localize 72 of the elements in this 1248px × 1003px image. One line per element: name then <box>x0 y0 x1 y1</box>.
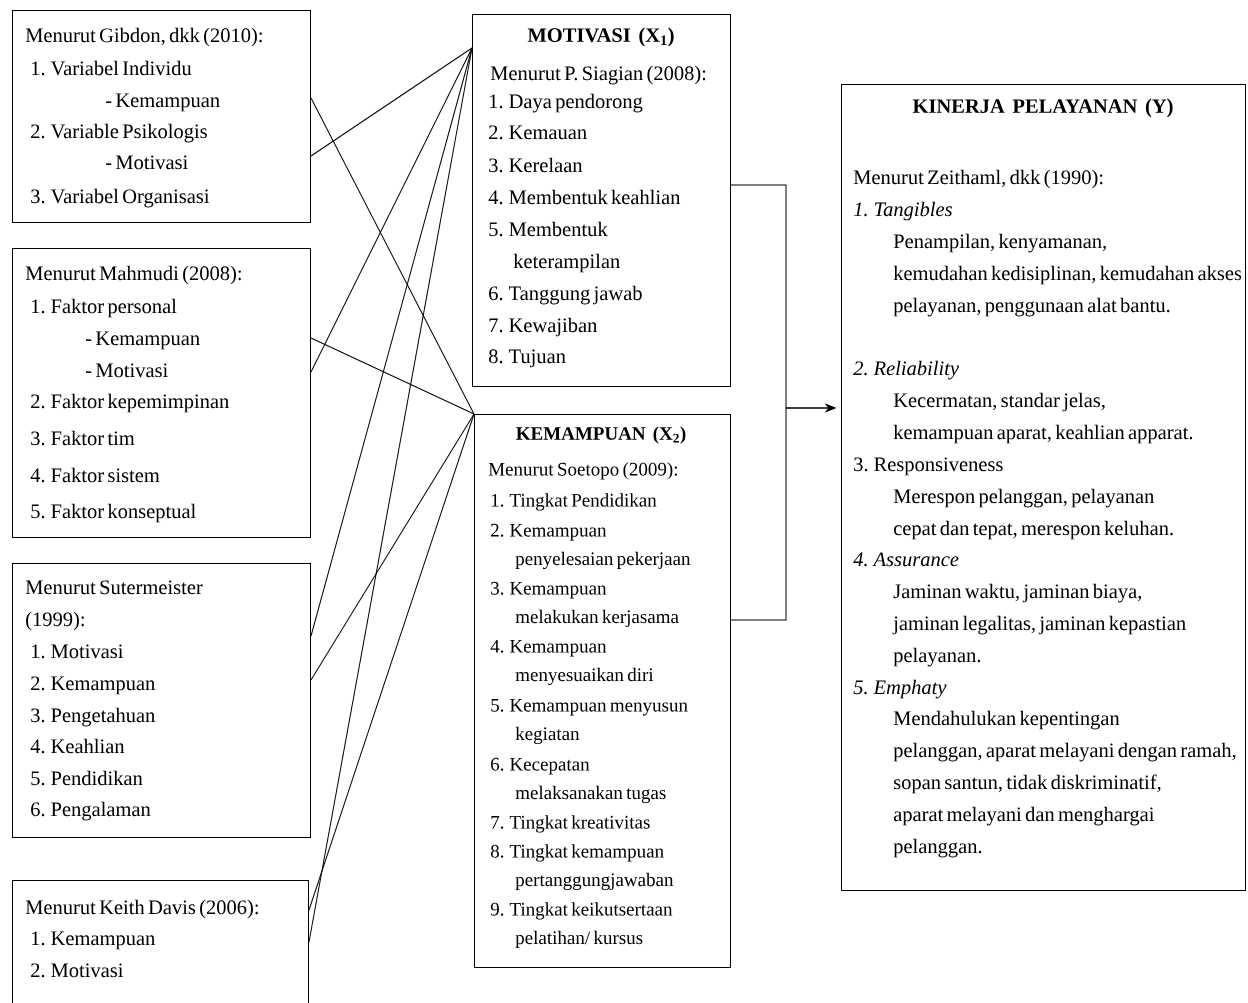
list-item: 4. Membentuk keahlian <box>488 189 681 205</box>
list-item: 1. Motivasi <box>32 644 124 659</box>
text-box <box>12 10 311 223</box>
item-description: Kecermatan, standar jelas, kemampuan aparat, keahlian apparat. <box>893 392 1193 444</box>
box-title: MOTIVASI (X$_{1}$) <box>527 27 674 47</box>
list-item: 5. Kemampuan menyusun kegiatan <box>491 699 688 745</box>
box-title: KEMAMPUAN (X$_{2}$) <box>516 426 686 444</box>
list-item: 6. Kecepatan melaksanakan tugas <box>491 757 666 804</box>
connector-line <box>310 47 473 373</box>
list-item: 5. Emphaty <box>853 679 947 699</box>
list-item: 5. Faktor konseptual <box>31 503 196 523</box>
list-item: 5. Membentuk keterampilan <box>489 221 620 273</box>
list-item: 3. Variabel Organisasi <box>31 188 210 208</box>
list-item: 2. Kemampuan penyelesaian pekerjaan <box>491 523 691 570</box>
connector-line <box>310 337 475 415</box>
box-heading: Menurut Soetopo (2009): <box>488 462 677 480</box>
connector-line <box>308 413 475 911</box>
list-item: - Motivasi <box>105 155 188 170</box>
box-heading: Menurut P. Siagian (2008): <box>490 65 706 85</box>
arrow <box>730 404 836 621</box>
box-title: KINERJA PELAYANAN (Y) <box>912 98 1173 118</box>
list-item: 2. Reliability <box>853 360 959 380</box>
list-item: 2. Kemampuan <box>31 676 155 695</box>
list-item: 1. Tingkat Pendidikan <box>491 493 657 511</box>
list-item: 2. Kemauan <box>489 125 587 140</box>
list-item: 4. Faktor sistem <box>30 467 160 483</box>
text-box <box>12 880 309 1003</box>
text-box <box>12 563 311 838</box>
list-item: 3. Responsiveness <box>854 457 1003 476</box>
list-item: 2. Motivasi <box>31 963 124 978</box>
list-item: 5. Pendidikan <box>31 770 143 786</box>
list-item: - Kemampuan <box>105 93 220 112</box>
box-heading: Menurut Mahmudi (2008): <box>25 265 241 285</box>
text-box <box>841 84 1246 891</box>
list-item: 7. Kewajiban <box>489 317 598 337</box>
list-item: 7. Tingkat kreativitas <box>491 815 650 833</box>
list-item: 6. Pengalaman <box>31 801 151 821</box>
text-box <box>474 414 731 968</box>
list-item: - Motivasi <box>86 363 168 378</box>
connector-line <box>310 47 473 157</box>
item-description: Jaminan waktu, jaminan biaya, jaminan legalitas, jaminan kepastian pelayanan. <box>892 583 1186 667</box>
list-item: 3. Kemampuan melakukan kerjasama <box>491 581 679 627</box>
text-box <box>12 248 311 538</box>
list-item: 8. Tujuan <box>489 349 566 368</box>
list-item: 4. Kemampuan menyesuaikan diri <box>490 639 654 686</box>
list-item: 4. Keahlian <box>30 738 125 754</box>
item-description: Merespon pelanggan, pelayanan cepat dan tepat, merespon keluhan. <box>893 488 1173 540</box>
list-item: - Kemampuan <box>86 331 200 350</box>
box-heading: Menurut Sutermeister (1999): <box>25 580 203 631</box>
box-heading: Menurut Zeithaml, dkk (1990): <box>853 169 1103 189</box>
list-item: 3. Faktor tim <box>31 430 135 446</box>
list-item: 1. Kemampuan <box>32 931 155 950</box>
list-item: 2. Faktor kepemimpinan <box>31 393 229 413</box>
list-item: 1. Tangibles <box>853 201 952 221</box>
text-box <box>472 14 731 387</box>
list-item: 4. Assurance <box>853 552 959 567</box>
list-item: 6. Tanggung jawab <box>489 285 642 305</box>
list-item: 9. Tingkat keikutsertaan pelatihan/ kursus <box>490 902 673 948</box>
connector-line <box>310 413 475 681</box>
connector-line <box>308 47 473 943</box>
item-description: Mendahulukan kepentingan pelanggan, aparat melayani dengan ramah, sopan santun, tidak diskriminatif, aparat melayani dan menghargai pelanggan. <box>893 710 1236 858</box>
list-item: 1. Variabel Individu <box>32 60 192 76</box>
item-description: Penampilan, kenyamanan, kemudahan kedisiplinan, kemudahan akses pelayanan, penggunaan alat bantu. <box>893 233 1242 317</box>
list-item: 2. Variable Psikologis <box>31 123 207 143</box>
list-item: 8. Tingkat kemampuan pertanggungjawaban <box>490 844 674 891</box>
connector-line <box>310 97 475 415</box>
list-item: 3. Kerelaan <box>489 157 583 173</box>
box-heading: Menurut Keith Davis (2006): <box>25 899 258 919</box>
list-item: 3. Pengetahuan <box>31 707 155 727</box>
list-item: 1. Daya pendorong <box>490 93 643 113</box>
list-item: 1. Faktor personal <box>32 298 177 318</box>
box-heading: Menurut Gibdon, dkk (2010): <box>25 27 262 47</box>
